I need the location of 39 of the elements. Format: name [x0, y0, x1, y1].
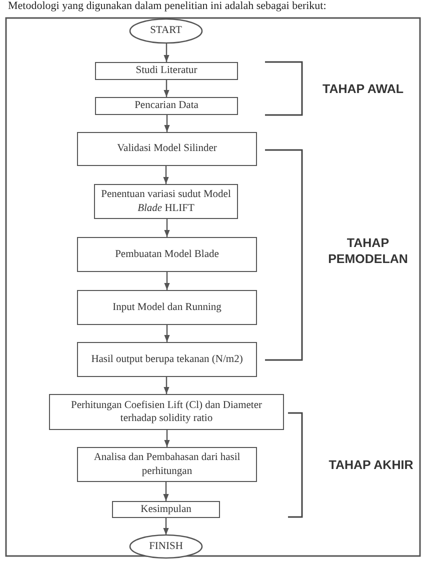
process-box — [77, 237, 257, 272]
node-text: Perhitungan Coefisien Lift (Cl) dan Diameter terhadap solidity ratio — [70, 398, 263, 426]
process-box — [49, 394, 284, 430]
stage-label: TAHAP AWAL — [321, 82, 405, 98]
terminal-ellipse — [130, 535, 202, 558]
node-text: FINISH — [149, 540, 183, 554]
arrow — [163, 518, 169, 535]
process-box — [94, 184, 238, 219]
stage-label: TAHAP PEMODELAN — [328, 236, 408, 268]
node-text: START — [150, 24, 182, 38]
node-text: Kesimpulan — [140, 502, 192, 516]
arrow — [164, 43, 170, 62]
process-box — [77, 447, 257, 482]
node-text: Input Model dan Running — [112, 300, 222, 314]
arrow — [163, 482, 169, 501]
node-text: Studi Literatur — [136, 64, 198, 78]
arrow — [164, 115, 170, 132]
process-box — [95, 62, 238, 80]
process-box — [112, 501, 220, 518]
arrow — [163, 166, 169, 184]
node-text: Penentuan variasi sudut Model Blade HLIFT — [100, 188, 232, 215]
arrow — [164, 272, 170, 290]
arrow — [164, 430, 170, 447]
arrow — [164, 377, 170, 394]
node-text: Analisa dan Pembahasan dari hasil perhitungan — [92, 451, 242, 478]
process-box — [95, 97, 238, 115]
process-box — [77, 290, 257, 325]
intro-text: Metodologi yang digunakan dalam penelitian ini adalah sebagai berikut: — [8, 0, 326, 12]
terminal-ellipse — [130, 19, 202, 43]
arrow — [164, 219, 170, 237]
node-text: Validasi Model Silinder — [117, 142, 217, 156]
arrow — [164, 325, 170, 342]
process-box — [77, 342, 257, 377]
node-text: Pencarian Data — [134, 99, 198, 113]
node-text: Hasil output berupa tekanan (N/m2) — [91, 352, 243, 366]
arrow — [164, 80, 170, 97]
node-text: Pembuatan Model Blade — [115, 248, 219, 262]
stage-label: TAHAP AKHIR — [328, 458, 414, 474]
process-box — [77, 132, 257, 166]
